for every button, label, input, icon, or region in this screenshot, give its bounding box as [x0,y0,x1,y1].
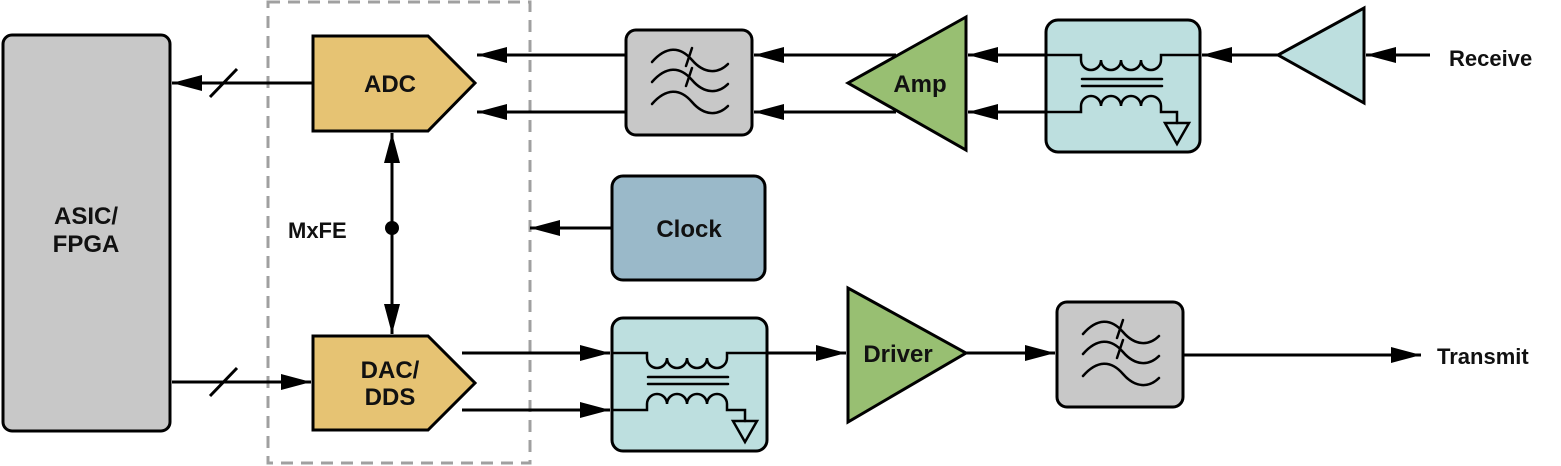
transformer-icon [1044,53,1202,147]
amplifier-triangle-icon [1274,5,1366,106]
dac-dds-block: DAC/ DDS [311,334,478,432]
asic-fpga-block: ASIC/ FPGA [1,33,172,433]
dds-label: DDS [365,384,416,411]
driver-label: Driver [863,341,932,368]
adc-block: ADC [311,34,478,133]
clock-block: Clock [610,174,767,282]
clock-label: Clock [656,216,722,243]
tx-filter-block [1055,300,1185,409]
amp-block: Amp [844,14,968,153]
bus-slash-icon [208,67,239,99]
mxfe-boundary [266,0,532,465]
asic-label: ASIC/ [54,203,118,230]
transformer-icon [610,351,769,445]
mxfe-label: MxFE [288,218,347,243]
driver-block: Driver [846,285,970,425]
bus-slash-icon [208,366,239,398]
dac-label: DAC/ [361,357,420,384]
rx-balun-block [1044,18,1202,154]
rx-filter-block [624,28,754,137]
amp-label: Amp [893,71,946,98]
adc-label: ADC [364,71,416,98]
fpga-label: FPGA [53,231,120,258]
transmit-port-label: Transmit [1437,344,1529,369]
receive-port-label: Receive [1449,46,1532,71]
tx-balun-block [610,316,769,453]
